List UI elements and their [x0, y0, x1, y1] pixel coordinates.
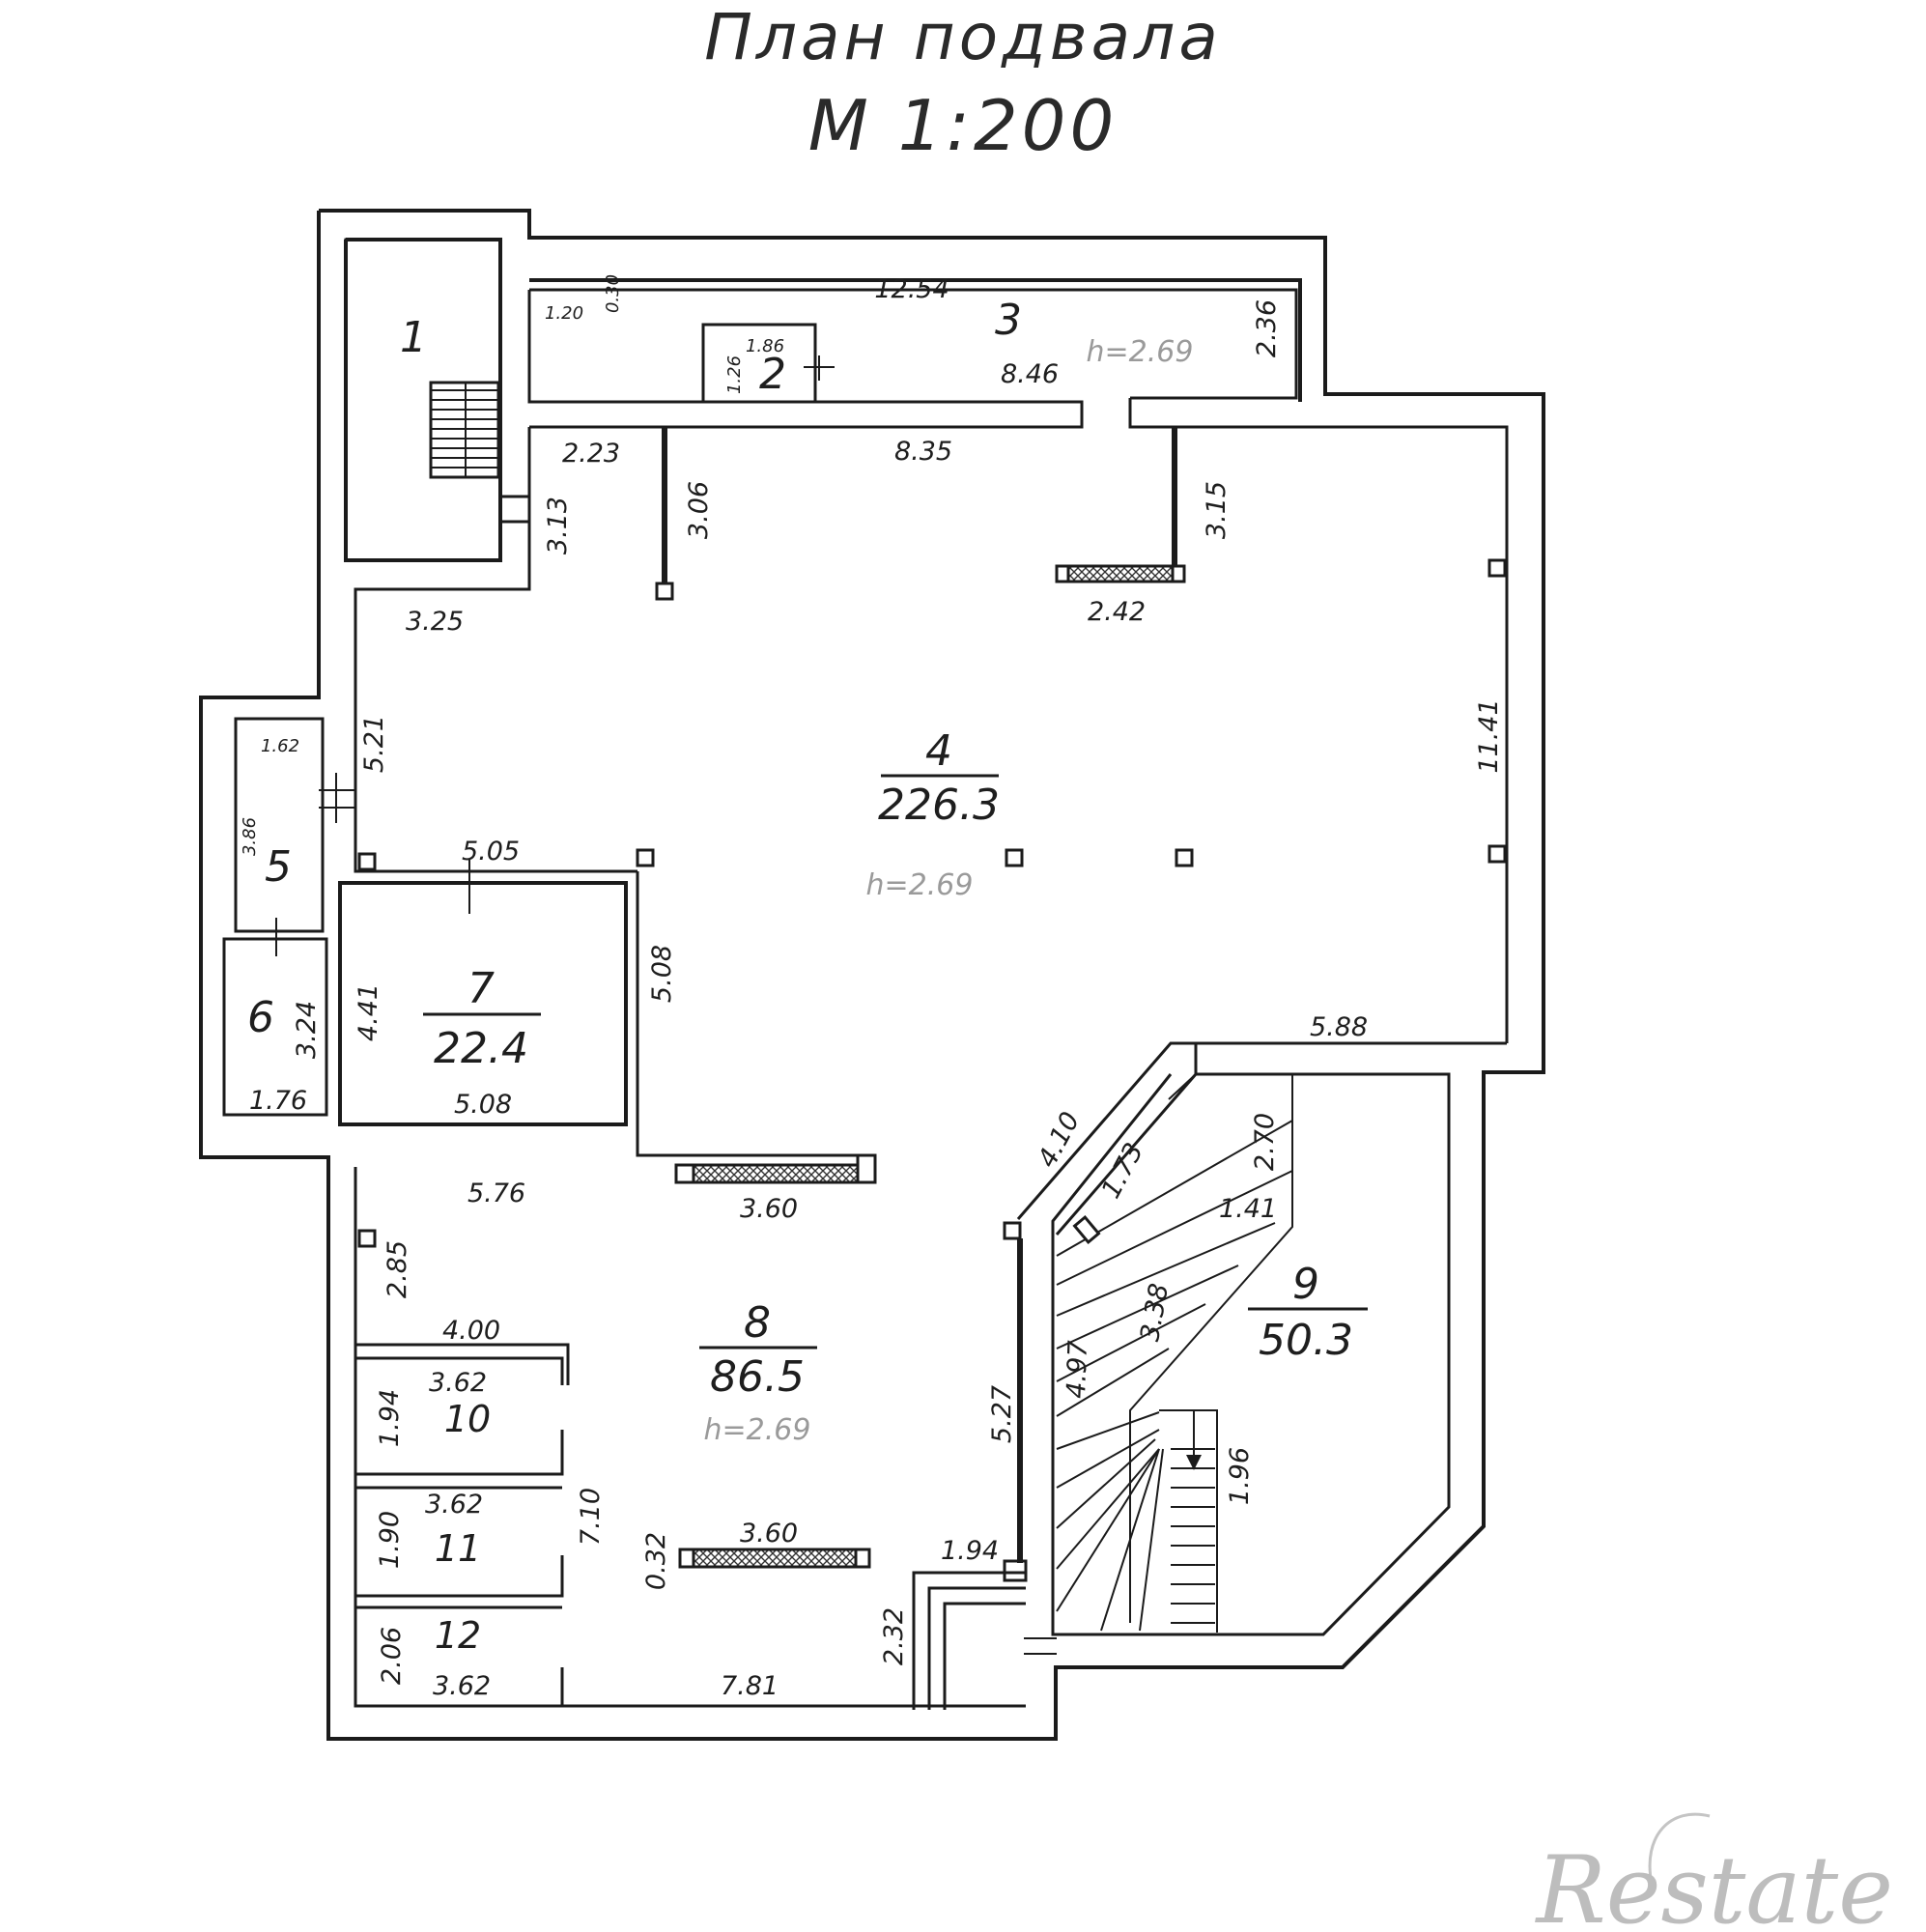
dim-label: 2.36: [1252, 299, 1282, 357]
dim-label: 3.62: [433, 1671, 491, 1701]
dim-label: 8.35: [894, 437, 952, 467]
room-10: [355, 1356, 564, 1476]
room-7: [338, 860, 875, 1157]
dim-label: 1.20: [545, 303, 583, 324]
room-height-8: h=2.69: [704, 1413, 811, 1447]
dim-label: 2.23: [562, 439, 620, 469]
dim-label: 7.81: [721, 1671, 779, 1701]
dim-label: 1.41: [1219, 1194, 1277, 1224]
dim-label: 3.60: [740, 1519, 798, 1548]
dim-label: 4.10: [1033, 1107, 1087, 1173]
dim-label: 3.24: [292, 1001, 322, 1059]
dim-label: 1.26: [724, 355, 745, 394]
dim-label: 3.25: [406, 607, 464, 637]
dim-label: 3.13: [543, 497, 573, 554]
room-5: [234, 717, 355, 933]
room-number-10: 10: [444, 1398, 491, 1440]
dim-label: 5.21: [359, 715, 389, 773]
dim-label: 1.96: [1225, 1447, 1255, 1505]
room-area-7: 22.4: [434, 1024, 528, 1073]
dim-label: 2.85: [382, 1240, 412, 1298]
dim-label: 4.97: [1062, 1340, 1093, 1399]
room-area-4: 226.3: [878, 781, 1000, 830]
dim-label: 1.62: [261, 736, 299, 756]
room-number-9: 9: [1292, 1260, 1319, 1309]
room-number-5: 5: [265, 842, 292, 892]
dim-label: 0.32: [641, 1532, 671, 1590]
room-height-4: h=2.69: [866, 868, 974, 902]
partitions: [674, 1153, 877, 1569]
vestibule: [912, 1559, 1057, 1710]
columns: [357, 558, 1507, 1248]
dim-label: 5.88: [1310, 1012, 1368, 1042]
room-2: [701, 323, 835, 404]
dim-label: 2.32: [879, 1607, 909, 1665]
dim-label: 0.30: [603, 274, 623, 313]
room-number-3: 3: [995, 296, 1022, 345]
dim-label: 1.73: [1096, 1138, 1150, 1204]
dim-label: 1.90: [375, 1511, 405, 1569]
room-area-9: 50.3: [1259, 1316, 1353, 1365]
room-number-4: 4: [925, 726, 952, 776]
dim-label: 3.62: [429, 1368, 487, 1398]
dim-label: 3.38: [1135, 1281, 1175, 1344]
door-1: [498, 495, 529, 524]
dim-label: 1.94: [375, 1389, 405, 1447]
room-8: [354, 1167, 1026, 1708]
room-3: [527, 288, 1509, 1043]
dim-label: 4.00: [442, 1316, 500, 1346]
dim-label: 11.41: [1474, 698, 1504, 773]
room-number-1: 1: [400, 313, 427, 362]
dim-label: 2.06: [377, 1627, 407, 1685]
stair-1-steps: [431, 383, 498, 477]
room-number-7: 7: [467, 964, 495, 1013]
dim-label: 2.70: [1250, 1113, 1280, 1171]
room-number-2: 2: [759, 350, 786, 399]
dim-label: 1.76: [249, 1086, 307, 1116]
stair-arrow-icon: [1186, 1455, 1202, 1470]
room-number-12: 12: [435, 1614, 481, 1657]
room-12: [355, 1605, 564, 1706]
room-number-8: 8: [744, 1298, 771, 1348]
dim-label: 3.15: [1202, 481, 1232, 539]
dim-label: 3.06: [684, 481, 714, 539]
restate-logo: Restate: [1534, 1812, 1893, 1932]
dim-label: 5.27: [987, 1385, 1017, 1443]
dim-label: 2.42: [1088, 597, 1146, 627]
dim-label: 8.46: [1001, 359, 1059, 389]
plan-scale: М 1:200: [807, 85, 1119, 166]
dim-label: 7.10: [576, 1488, 606, 1546]
room-4-walls: [354, 427, 1507, 1220]
watermark-text: Restate: [1534, 1836, 1893, 1932]
dim-label: 3.62: [425, 1490, 483, 1520]
room-11: [355, 1486, 564, 1598]
dim-label: 4.41: [354, 983, 383, 1041]
room-height-3: h=2.69: [1087, 335, 1194, 369]
dim-label: 3.60: [740, 1194, 798, 1224]
dim-label: 1.86: [746, 336, 784, 356]
room-number-6: 6: [247, 993, 274, 1042]
room-1: [344, 238, 529, 562]
dim-label: 3.86: [240, 817, 260, 856]
outer-wall: [199, 209, 1545, 1741]
dim-label: 5.76: [467, 1179, 525, 1208]
dim-label: 1.94: [941, 1536, 999, 1566]
dim-label: 5.08: [647, 945, 677, 1003]
room-area-8: 86.5: [710, 1352, 805, 1402]
dim-label: 12.54: [874, 274, 949, 304]
room-9: [1051, 1041, 1451, 1636]
dim-label: 5.08: [454, 1090, 512, 1120]
room-6: [222, 918, 328, 1117]
plan-title: План подвала: [704, 0, 1222, 74]
room-number-11: 11: [435, 1527, 481, 1570]
dim-label: 5.05: [462, 837, 520, 867]
area-bars: [423, 774, 1368, 1350]
